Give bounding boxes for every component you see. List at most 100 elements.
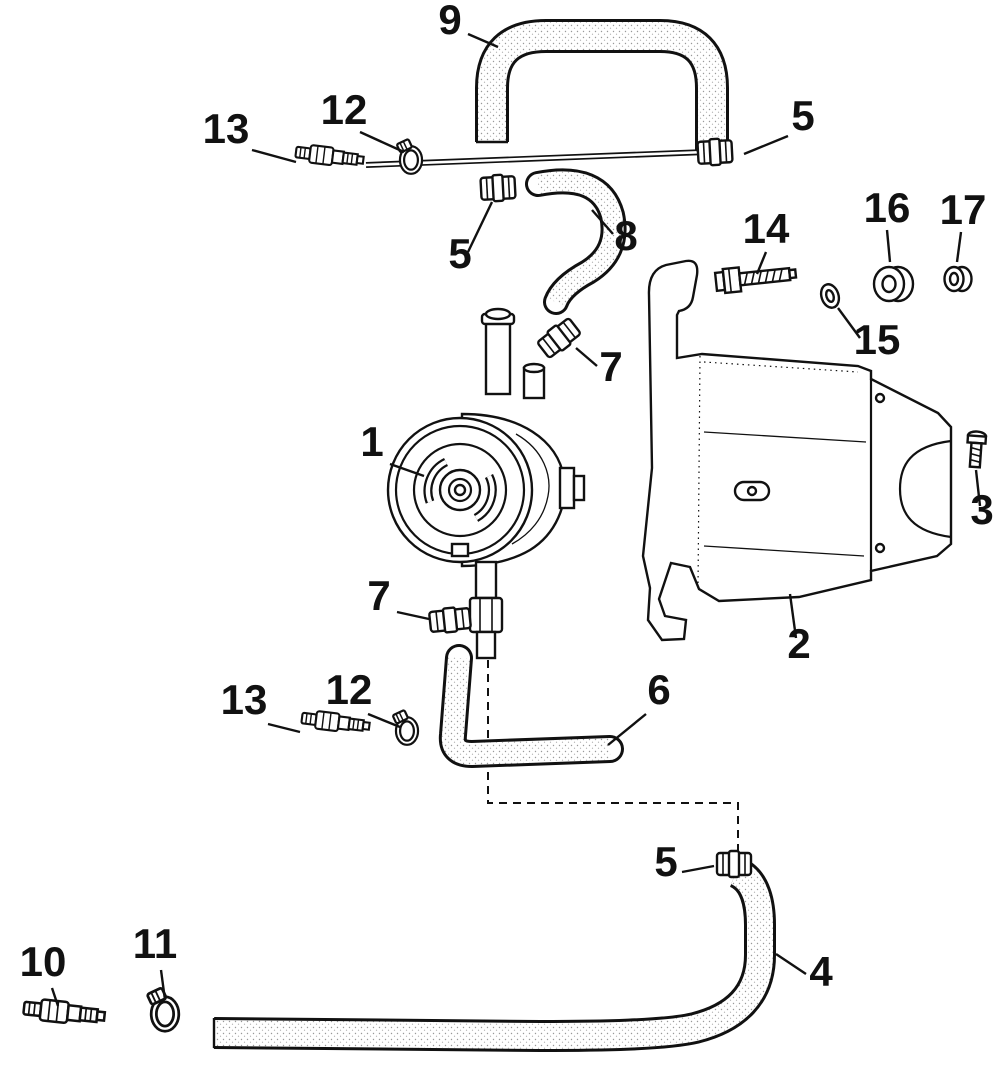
- pump-face-slot-core: [474, 475, 495, 520]
- pump-outlet-tip: [572, 474, 586, 502]
- leader-line: [607, 713, 647, 746]
- callout-label: 12: [321, 86, 368, 133]
- water-pump-1: [386, 307, 586, 660]
- bolt-thread: [757, 270, 762, 284]
- callout-12-bottom: 12: [326, 666, 401, 729]
- fitting-13-top: [293, 142, 366, 171]
- callout-label: 10: [20, 938, 67, 985]
- pump-lower-union: [468, 596, 504, 634]
- callout-label: 13: [221, 676, 268, 723]
- connector-7-upper: [534, 315, 584, 361]
- callout-5-middle: 5: [448, 201, 494, 277]
- pump-outlet-stub: [558, 466, 576, 510]
- screw-thread: [970, 452, 981, 458]
- pump-face-notch: [450, 542, 470, 558]
- leader-line: [788, 593, 798, 639]
- callout-10: 10: [20, 938, 67, 1007]
- callout-9: 9: [438, 0, 499, 49]
- leader-line: [50, 987, 60, 1007]
- leader-line: [467, 32, 499, 49]
- hose-9: [475, 19, 729, 152]
- callout-label: 4: [809, 948, 833, 995]
- leader-line: [267, 722, 301, 734]
- callout-label: 3: [970, 486, 993, 533]
- fitting-5-bottom: [715, 849, 753, 879]
- callout-label: 2: [787, 620, 810, 667]
- callout-label: 6: [647, 666, 670, 713]
- washer-15: [819, 283, 841, 309]
- screw-thread: [970, 446, 982, 452]
- leader-line: [575, 347, 598, 367]
- bolt-thread: [750, 271, 755, 285]
- bolt-tip: [787, 268, 798, 280]
- bolt-thread: [743, 272, 749, 286]
- hose-8-texture: [536, 171, 624, 307]
- screw-thread: [970, 458, 981, 464]
- hose-4-texture: [213, 859, 773, 1050]
- leader-line: [367, 712, 401, 729]
- screw-3: [966, 430, 988, 469]
- callout-16: 16: [864, 184, 911, 263]
- hose-clamp-12-top: [395, 137, 424, 175]
- callout-4: 4: [775, 948, 833, 995]
- leader-line: [389, 462, 425, 478]
- bolt-head-edge: [727, 268, 733, 293]
- routing-dashed-line: [487, 660, 739, 858]
- leader-line: [974, 469, 982, 507]
- callout-7-upper: 7: [575, 343, 623, 390]
- callout-label: 17: [940, 186, 987, 233]
- hose-4-outline: [213, 857, 776, 1053]
- callout-label: 7: [367, 572, 390, 619]
- bushing-17: [943, 265, 973, 293]
- bracket-texture-line: [703, 361, 859, 373]
- bracket-curved-notch: [898, 439, 952, 539]
- pump-stub-cap: [522, 362, 546, 374]
- bolt-thread: [778, 268, 783, 282]
- leader-line: [775, 953, 807, 975]
- hose-clamp-12-bottom: [391, 708, 420, 746]
- leader-line: [396, 610, 430, 621]
- callout-6: 6: [607, 666, 671, 746]
- leader-line: [837, 307, 861, 339]
- callout-13-bottom: 13: [221, 676, 301, 734]
- connector-7-lower: [427, 604, 473, 636]
- callout-label: 5: [791, 92, 814, 139]
- hose-4-body: [213, 859, 773, 1050]
- pump-lower-tip: [475, 630, 497, 660]
- callout-5-top-right: 5: [743, 92, 815, 156]
- bracket-crease: [703, 545, 865, 557]
- leader-line: [251, 148, 297, 164]
- fitting-5-middle: [479, 172, 517, 204]
- callout-13-top: 13: [203, 105, 297, 164]
- callout-3: 3: [970, 469, 994, 533]
- leader-line: [755, 251, 768, 275]
- grommet-16: [872, 265, 915, 303]
- callout-12-top: 12: [321, 86, 405, 154]
- callout-11: 11: [133, 920, 177, 1001]
- callout-15: 15: [837, 307, 901, 363]
- bushing-hole: [948, 271, 960, 287]
- pump-hub-ring: [447, 477, 473, 503]
- callout-label: 16: [864, 184, 911, 231]
- bracket-outline: [641, 259, 953, 642]
- callout-label: 13: [203, 105, 250, 152]
- leader-line: [359, 130, 405, 154]
- bolt-thread: [771, 269, 776, 283]
- callout-17: 17: [940, 186, 987, 263]
- callout-label: 15: [854, 316, 901, 363]
- bolt-head: [721, 266, 743, 295]
- leader-line: [591, 209, 614, 235]
- pump-inlet-pipe: [484, 320, 512, 396]
- bolt-14: [713, 266, 798, 295]
- callout-label: 7: [599, 343, 622, 390]
- fitting-5-top-right: [696, 136, 734, 168]
- callout-label: 12: [326, 666, 373, 713]
- hose-clamp-11: [145, 986, 181, 1033]
- fitting-13-bottom: [299, 708, 372, 737]
- callout-label: 9: [438, 0, 461, 43]
- callout-5-bottom: 5: [654, 838, 715, 885]
- callout-label: 5: [654, 838, 677, 885]
- callout-7-lower: 7: [367, 572, 430, 621]
